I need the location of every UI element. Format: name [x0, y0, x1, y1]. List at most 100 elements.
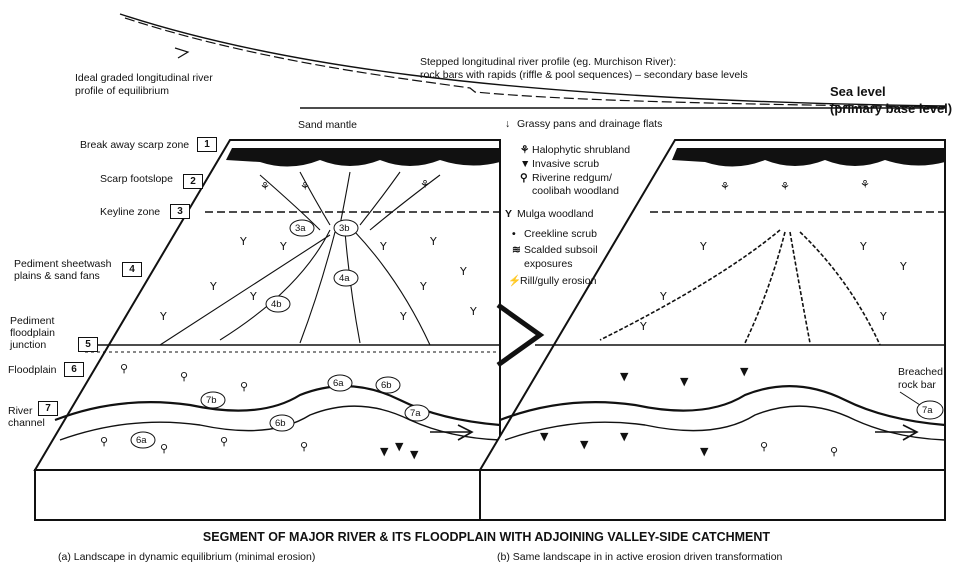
svg-text:⚘: ⚘: [780, 180, 790, 193]
svg-text:Y: Y: [469, 305, 477, 318]
marker-6a-lower: 6a: [136, 434, 147, 447]
svg-text:▼: ▼: [680, 375, 689, 388]
svg-text:Y: Y: [419, 280, 427, 293]
erosion-icon: ⚡: [508, 275, 520, 287]
tree-icon: ⚲: [520, 172, 532, 184]
zone-5-label: Pediment floodplain junction: [10, 315, 80, 351]
zone-4-num: 4: [122, 262, 142, 277]
svg-text:⚘: ⚘: [260, 180, 270, 193]
svg-text:Y: Y: [659, 290, 667, 303]
arrow-down-icon: ↓: [505, 118, 517, 130]
legend-label: Riverine redgum/: [532, 172, 612, 184]
svg-text:⚘: ⚘: [420, 178, 430, 191]
svg-text:▼: ▼: [580, 438, 589, 451]
legend-label: exposures: [524, 258, 572, 270]
zone-3-label: Keyline zone: [100, 206, 160, 218]
legend-label: Mulga woodland: [517, 208, 593, 220]
marker-6b: 6b: [381, 379, 392, 392]
svg-text:Y: Y: [859, 240, 867, 253]
svg-text:Y: Y: [639, 320, 647, 333]
marker-6a: 6a: [333, 377, 344, 390]
svg-text:⚘: ⚘: [720, 180, 730, 193]
block-b-scarp: [672, 148, 945, 167]
legend-label: Scalded subsoil: [524, 244, 598, 256]
block-b-front: [480, 470, 945, 520]
svg-text:⚲: ⚲: [240, 380, 248, 393]
sea-level-label-2: (primary base level): [830, 101, 952, 117]
svg-text:Y: Y: [239, 235, 247, 248]
svg-text:Y: Y: [899, 260, 907, 273]
svg-text:Y: Y: [429, 235, 437, 248]
zone-6-num: 6: [64, 362, 84, 377]
svg-text:⚲: ⚲: [160, 442, 168, 455]
zone-2-label: Scarp footslope: [100, 173, 173, 185]
svg-text:▼: ▼: [380, 445, 389, 458]
zone-6-label: Floodplain: [8, 364, 56, 376]
legend-item-rill: ⚡Rill/gully erosion: [508, 275, 596, 287]
svg-text:▼: ▼: [540, 430, 549, 443]
zone-5-num: 5: [78, 337, 98, 352]
zone-4-label: Pediment sheetwash plains & sand fans: [14, 258, 124, 282]
svg-text:⚲: ⚲: [760, 440, 768, 453]
breached-label-1: Breached: [898, 366, 943, 379]
profile-arrow: [175, 48, 188, 58]
marker-7a: 7a: [410, 407, 421, 420]
stepped-profile-label-2: rock bars with rapids (riffle & pool seq…: [420, 69, 748, 82]
block-a-front: [35, 470, 500, 520]
zone-1-label: Break away scarp zone: [80, 139, 189, 151]
legend-label: Grassy pans and drainage flats: [517, 118, 662, 130]
triangle-down-icon: ▼: [520, 158, 532, 170]
svg-text:⚲: ⚲: [220, 435, 228, 448]
svg-text:⚲: ⚲: [180, 370, 188, 383]
block-a-scarp: [226, 148, 500, 167]
legend-item-riverine-redgum-cont: coolibah woodland: [520, 185, 619, 197]
svg-text:Y: Y: [279, 240, 287, 253]
svg-text:▼: ▼: [620, 430, 629, 443]
svg-text:Y: Y: [699, 240, 707, 253]
svg-text:⚲: ⚲: [830, 445, 838, 458]
legend-label: Rill/gully erosion: [520, 275, 596, 287]
legend-label: coolibah woodland: [532, 185, 619, 197]
sea-level-label-1: Sea level: [830, 84, 886, 100]
legend-item-halophytic: ⚘Halophytic shrubland: [520, 144, 630, 156]
legend-item-scalded: ≋Scalded subsoil: [512, 244, 598, 256]
legend-label: Halophytic shrubland: [532, 144, 630, 156]
zone-7-num: 7: [38, 401, 58, 416]
svg-text:Y: Y: [399, 310, 407, 323]
diagram-title: SEGMENT OF MAJOR RIVER & ITS FLOODPLAIN …: [0, 530, 973, 544]
svg-text:Y: Y: [159, 310, 167, 323]
svg-text:Y: Y: [249, 290, 257, 303]
svg-text:Y: Y: [379, 240, 387, 253]
marker-3b: 3b: [339, 222, 350, 235]
marker-6b-lower: 6b: [275, 417, 286, 430]
svg-text:▼: ▼: [620, 370, 629, 383]
marker-4a: 4a: [339, 272, 350, 285]
legend-item-grassy-pans: ↓Grassy pans and drainage flats: [505, 118, 662, 130]
svg-text:Y: Y: [459, 265, 467, 278]
marker-4b: 4b: [271, 298, 282, 311]
scald-icon: ≋: [512, 244, 524, 256]
shrub-icon: ⚘: [520, 144, 532, 156]
mulga-icon: Y: [505, 208, 517, 220]
marker-7b: 7b: [206, 394, 217, 407]
graded-profile-label-2: profile of equilibrium: [75, 85, 169, 98]
caption-b: (b) Same landscape in in active erosion …: [497, 551, 782, 563]
caption-a: (a) Landscape in dynamic equilibrium (mi…: [58, 551, 315, 563]
svg-text:⚲: ⚲: [300, 440, 308, 453]
legend-item-mulga: YMulga woodland: [505, 208, 593, 220]
stepped-profile-label-1: Stepped longitudinal river profile (eg. …: [420, 56, 676, 69]
legend-item-scalded-cont: exposures: [512, 258, 572, 270]
legend-label: Invasive scrub: [532, 158, 599, 170]
block-a: YYYY YYYY YYY ⚲⚲⚲ ⚲⚲⚲⚲ ▼▼▼ ⚘⚘⚘: [35, 140, 500, 520]
legend-item-invasive-scrub: ▼Invasive scrub: [520, 158, 599, 170]
graded-profile-label-1: Ideal graded longitudinal river: [75, 72, 213, 85]
zone-1-num: 1: [197, 137, 217, 152]
sand-mantle-label: Sand mantle: [298, 119, 357, 132]
legend-item-riverine-redgum: ⚲Riverine redgum/: [520, 172, 612, 184]
svg-text:⚲: ⚲: [120, 362, 128, 375]
svg-text:Y: Y: [879, 310, 887, 323]
breached-marker: 7a: [922, 404, 933, 417]
svg-text:⚘: ⚘: [300, 180, 310, 193]
svg-text:▼: ▼: [395, 440, 404, 453]
zone-3-num: 3: [170, 204, 190, 219]
